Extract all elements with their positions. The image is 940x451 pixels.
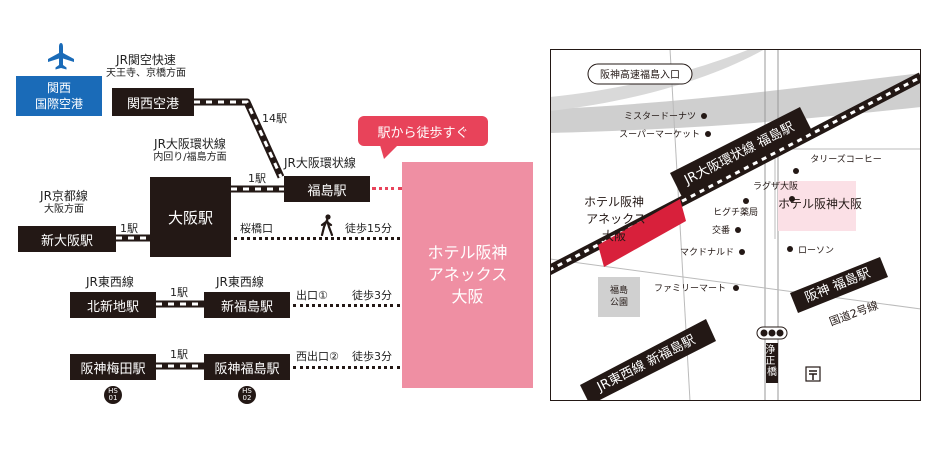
jr-tozai-band — [580, 319, 716, 401]
supermarket-dot — [705, 131, 711, 137]
stops-1-umeda: 1駅 — [170, 348, 188, 361]
rail-track — [116, 98, 285, 370]
walk-15: 徒歩15分 — [345, 222, 392, 235]
jr-loop-inner-title: JR大阪環状線 — [154, 137, 226, 151]
umeda-station: 阪神梅田駅 — [70, 354, 156, 380]
west-exit-2: 西出口② — [296, 350, 339, 363]
lawson-dot — [787, 246, 793, 252]
jr-tozai-label-1: JR東西線 — [86, 275, 134, 289]
exit-1: 出口① — [296, 289, 328, 302]
walking-person-icon — [320, 214, 334, 236]
jr-tozai-label-2: JR東西線 — [216, 275, 264, 289]
supermarket-label: スーパーマーケット — [619, 129, 700, 140]
kansai-airport-label: 関西 国際空港 — [16, 76, 102, 116]
jr-kanku-title: JR関空快速 — [116, 53, 176, 67]
hanshin-fukushima-band — [790, 257, 888, 313]
stops-1-shinosaka: 1駅 — [120, 222, 138, 235]
lagza-label: ラグザ大阪 — [753, 180, 798, 192]
callout-text: 駅から徒歩すぐ — [377, 125, 469, 141]
osaka-station: 大阪駅 — [150, 177, 231, 257]
jr-loop-label: JR大阪環状線 — [284, 156, 356, 170]
hotel-line-3: 大阪 — [451, 287, 484, 306]
hs02-line-1: HS — [242, 387, 252, 395]
walk-dots-fukushima — [372, 187, 402, 190]
airport-line-2: 国際空港 — [34, 97, 83, 111]
hotel-annex-label-2: アネックス — [586, 212, 646, 226]
koban-dot — [735, 227, 741, 233]
joshobashi-label: 浄 正 橋 — [765, 343, 778, 378]
walk-3-a: 徒歩3分 — [352, 289, 392, 302]
jr-kanku-label: JR関空快速 天王寺、京橋方面 — [104, 54, 188, 80]
hotel-line-1: ホテル阪神 — [427, 243, 508, 262]
airport-line-1: 関西 — [46, 81, 71, 95]
koban-label: 交番 — [712, 224, 730, 236]
hs01-line-2: 01 — [108, 394, 118, 402]
hotel-hanshin-osaka-label: ホテル阪神大阪 — [778, 197, 862, 211]
joshobashi-char-3: 橋 — [767, 365, 777, 378]
park-label-2: 公園 — [610, 297, 628, 308]
familymart-dot — [733, 285, 739, 291]
mcdonalds-label: マクドナルド — [680, 247, 734, 258]
jr-loop-band — [670, 107, 812, 197]
highway-entrance-label: 阪神高速福島入口 — [600, 68, 680, 81]
expressway — [550, 73, 921, 133]
fukushima-station: 福島駅 — [284, 176, 370, 202]
jr-kyoto-title: JR京都線 — [40, 189, 88, 203]
jr-kanku-sub: 天王寺、京橋方面 — [106, 68, 186, 79]
kansai-airport-station: 関西空港 — [112, 88, 194, 116]
hotel-annex-block: ホテル阪神 アネックス 大阪 — [402, 162, 533, 388]
mcdonalds-dot — [739, 249, 745, 255]
lagza-dot — [789, 196, 795, 202]
walk-dots-sakurabashi — [234, 237, 400, 240]
hotel-annex-block — [598, 199, 686, 267]
highway-entrance-box — [587, 63, 693, 85]
jr-kyoto-label: JR京都線 大阪方面 — [26, 190, 102, 216]
callout-pointer — [380, 145, 398, 159]
walk-dots-exit2 — [293, 366, 400, 369]
tullys-label: タリーズコーヒー — [810, 153, 882, 165]
higuchi-dot — [743, 198, 749, 204]
hotel-line-2: アネックス — [427, 265, 508, 284]
callout-bubble: 駅から徒歩すぐ — [358, 116, 488, 146]
hotel-annex-label-1: ホテル阪神 — [584, 195, 644, 209]
hotel-annex-label-3: 大阪 — [602, 229, 626, 243]
stops-1-kitashinchi: 1駅 — [170, 286, 188, 299]
shin-osaka-station: 新大阪駅 — [18, 226, 116, 252]
joshobashi-char-2: 正 — [765, 356, 775, 367]
area-map: JR大阪環状線 福島駅 阪神 福島駅 JR東西線 新福島駅 浄 正 橋 阪神高速… — [550, 49, 921, 401]
hs02-line-2: 02 — [242, 394, 252, 402]
jr-kyoto-sub: 大阪方面 — [44, 204, 84, 215]
familymart-label: ファミリーマート — [654, 284, 726, 294]
lawson-label: ローソン — [798, 246, 834, 256]
higuchi-label: ヒグチ薬局 — [713, 206, 758, 218]
tullys-dot — [793, 168, 799, 174]
mister-donut-label: ミスタードーナツ — [624, 111, 696, 122]
mister-donut-dot — [701, 113, 707, 119]
hs01-badge: HS 01 — [104, 386, 122, 404]
park-label-1: 福島 — [610, 284, 628, 296]
shinfukushima-station: 新福島駅 — [204, 292, 290, 318]
hs02-badge: HS 02 — [238, 386, 256, 404]
walk-dots-exit1 — [293, 304, 400, 307]
joshobashi-band — [766, 343, 778, 383]
stops-14: 14駅 — [262, 112, 287, 125]
jr-loop-inner-sub: 内回り/福島方面 — [153, 152, 227, 163]
hotel-hanshin-osaka-block — [778, 181, 856, 231]
joshobashi-char-1: 浄 — [765, 343, 775, 356]
hs01-line-1: HS — [108, 387, 118, 395]
fukushima-park — [598, 277, 640, 317]
hanshin-fukushima-station: 阪神福島駅 — [204, 354, 290, 380]
kitashinchi-station: 北新地駅 — [70, 292, 156, 318]
traffic-signal-icon — [756, 326, 788, 340]
walk-3-b: 徒歩3分 — [352, 350, 392, 363]
stops-1-osaka-fukushima: 1駅 — [248, 172, 266, 185]
sakurabashi-exit: 桜橋口 — [240, 222, 273, 235]
jr-loop-inner-label: JR大阪環状線 内回り/福島方面 — [140, 138, 240, 164]
post-office-icon — [805, 366, 821, 382]
airplane-icon — [48, 43, 74, 70]
